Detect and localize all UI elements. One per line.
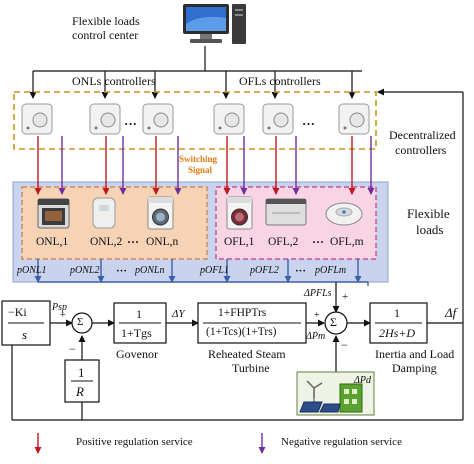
delta-y-label: ΔY [172,308,185,320]
p-onl1-label: pONL1 [17,265,47,276]
legend-negative-label: Negative regulation service [281,436,402,448]
p-onl2-label: pONL2 [70,265,100,276]
controller-devices [21,103,370,135]
turbine-label-line2: Turbine [232,361,270,375]
sum-junction-1 [71,312,93,334]
onl-controller-2-icon [89,103,121,135]
switching-signal-line2: Signal [188,165,213,175]
governor-label: Govenor [116,347,158,361]
computer-icon [183,4,246,44]
sum2-plus-left: + [314,310,320,321]
inertia-label-line2: Damping [392,361,437,375]
onl-controllers-label: ONLs controllers [72,74,156,88]
renewable-disturbance-icon [296,371,375,416]
switching-signal-line1: Switching [179,154,218,164]
p-ofl-ellipsis: ··· [295,265,307,277]
fraction-bars [8,322,422,382]
control-loop-lines [8,88,464,421]
positive-regulation-arrows [34,136,356,195]
legend-positive-label: Positive regulation service [76,436,193,448]
inertia-numerator: 1 [394,306,400,320]
delta-pm-label: ΔPm [306,331,326,342]
inertia-label-line1: Inertia and Load [375,347,455,361]
flexible-loads-line2: loads [416,222,444,237]
integrator-numerator: −Ki [8,305,27,319]
decentralized-label-line1: Decentralized [389,128,456,142]
onl-1-label: ONL,1 [36,236,69,248]
sum-junction-2 [324,311,348,335]
p-ofl2-label: pOFL2 [250,265,279,276]
turbine-numerator: 1+FHPTrs [218,307,267,319]
onl-controller-n-icon [142,103,174,135]
washing-machine-1-icon [147,196,174,230]
p-oflm-label: pOFLm [315,265,347,276]
ofl-controller-m-icon [338,103,370,135]
washing-machine-2-icon [226,196,253,230]
integrator-denominator: s [22,327,28,342]
dishwasher-icon [265,198,307,226]
load-power-arrows [34,259,369,286]
onl-2-label: ONL,2 [90,236,123,248]
ofl-m-label: OFL,m [330,236,364,248]
ofl-ellipsis: ··· [312,235,325,249]
inertia-denominator: 2Hs+D [379,326,416,340]
ofl-controller-1-icon [213,103,245,135]
p-onln-label: pONLn [135,265,165,276]
sum1-plus: + [60,310,66,321]
governor-numerator: 1 [136,307,142,321]
p-ofl1-label: pOFL1 [200,265,229,276]
psp-label: Psp [52,302,67,313]
sum2-sigma: Σ [330,315,337,329]
governor-denominator: 1+Tgs [121,326,152,340]
p-onl-ellipsis: ··· [116,265,128,277]
onl-controller-1-icon [21,103,53,135]
droop-denominator: R [76,384,84,399]
onl-n-label: ONL,n [146,236,179,248]
sum1-sigma: Σ [77,316,84,328]
delta-pfls-label: ΔPFLs [304,288,332,299]
droop-numerator: 1 [78,365,85,380]
center-title-line1: Flexible loads [72,14,140,28]
center-title-line2: control center [72,28,139,42]
oven-icon [37,198,70,229]
robot-vacuum-icon [325,202,363,226]
sum2-minus: − [341,338,348,352]
ofl-controllers-ellipsis: ··· [302,116,316,131]
onl-ellipsis: ··· [127,235,140,249]
control-bus [29,46,362,99]
sum1-minus: − [69,342,76,356]
ofl-controller-2-icon [262,103,294,135]
decentralized-label-line2: controllers [395,143,447,157]
water-heater-icon [92,197,116,229]
delta-f-label: Δf [445,305,457,320]
flexible-loads-line1: Flexible [407,206,450,221]
ofl-1-label: OFL,1 [224,236,255,248]
decentralized-controllers-box [13,91,377,150]
negative-regulation-arrows [58,136,375,195]
turbine-label-line1: Reheated Steam [208,347,286,361]
turbine-denominator: (1+Tcs)(1+Trs) [206,326,277,338]
onl-controllers-ellipsis: ··· [124,116,138,131]
sum2-plus-top: + [342,291,349,303]
ofl-controllers-label: OFLs controllers [239,74,321,88]
delta-pd-label: ΔPd [354,375,371,386]
ofl-2-label: OFL,2 [268,236,299,248]
